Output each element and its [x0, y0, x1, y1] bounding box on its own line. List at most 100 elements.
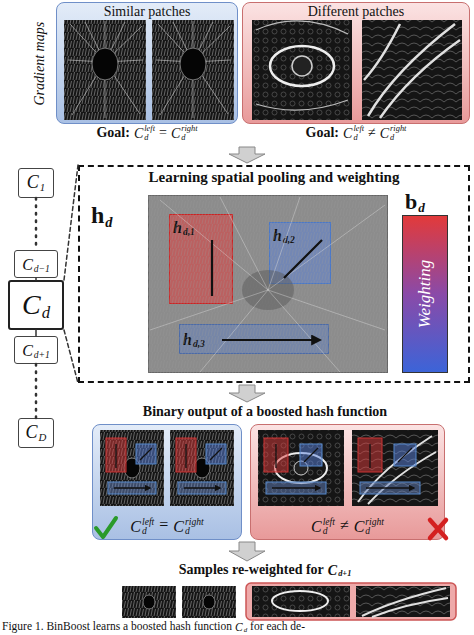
- subscript: d: [323, 526, 335, 536]
- patch-background: [182, 586, 236, 618]
- index-stack: d: [418, 189, 425, 214]
- text-group: hd,2: [273, 225, 295, 244]
- direction-arrow: [212, 240, 322, 340]
- patch-texture: [92, 48, 118, 80]
- math-letter: h: [183, 331, 192, 349]
- patch-texture: [256, 21, 348, 110]
- index-stack: rightd: [365, 517, 384, 536]
- patch-texture: [364, 24, 460, 118]
- direction-arrow: [272, 444, 320, 488]
- patch-texture: [68, 21, 143, 118]
- index-stack: leftd: [353, 125, 364, 142]
- connector-line: [35, 330, 37, 336]
- math-letter: C: [22, 342, 33, 360]
- image-texture: [150, 197, 385, 372]
- text-group: Weighting: [416, 260, 435, 328]
- text-label: Goal:: [96, 125, 129, 140]
- subscript: d: [144, 134, 155, 142]
- index-spacer: [42, 290, 50, 305]
- subscript: d+1: [338, 570, 351, 578]
- index-stack: d: [42, 290, 50, 322]
- subscript: d,1: [183, 227, 195, 237]
- index-stack: d: [105, 202, 112, 229]
- pooling-region: [106, 438, 126, 472]
- image-texture: [242, 270, 294, 310]
- math-symbol: Crightd: [354, 517, 384, 536]
- pooling-region: [264, 438, 288, 472]
- index-stack: d,2: [283, 226, 295, 244]
- math-symbol: hd,1: [173, 218, 195, 236]
- goal-label: Goal:Cleftd=Crightd: [47, 125, 247, 142]
- text-label: =: [159, 125, 167, 140]
- patch-background: [352, 430, 438, 506]
- patch-background: [258, 430, 344, 506]
- patch-background: [64, 20, 146, 120]
- patch-background: [100, 430, 164, 506]
- superscript: left: [144, 125, 155, 133]
- connector-line: [64, 165, 78, 383]
- math-letter: C: [22, 290, 41, 321]
- math-symbol: Crightd: [171, 125, 198, 142]
- math-letter: C: [328, 563, 337, 578]
- math-symbol: hd,2: [273, 226, 295, 244]
- superscript: right: [185, 517, 204, 527]
- subscript: d: [185, 526, 204, 536]
- math-letter: C: [173, 518, 184, 536]
- text-group: C1: [19, 172, 53, 193]
- patch-image: [170, 430, 234, 506]
- text-label: for each de-: [250, 620, 305, 632]
- text-group: Cd+1: [15, 340, 57, 359]
- index-stack: leftd: [144, 125, 155, 142]
- math-symbol: bd: [405, 189, 425, 214]
- figure-caption: Figure 1. BinBoost learns a boosted hash…: [2, 620, 305, 634]
- math-symbol: C1: [27, 173, 45, 194]
- classifier-box: Cd+1: [14, 336, 58, 364]
- index-stack: d+1: [34, 342, 50, 360]
- index-spacer: [105, 202, 112, 215]
- superscript: right: [390, 125, 406, 133]
- patch-background: [252, 586, 350, 617]
- classifier-box: Cd: [8, 280, 64, 330]
- subscript: d: [244, 627, 247, 634]
- index-stack: d+1: [338, 563, 351, 579]
- math-letter: C: [130, 518, 141, 536]
- subscript: d+1: [34, 350, 50, 360]
- bar-label: Weighting: [415, 260, 434, 328]
- patch-texture: [258, 430, 344, 506]
- index-spacer: [193, 331, 205, 340]
- math-letter: C: [354, 518, 365, 536]
- box-heading: Learning spatial pooling and weighting: [149, 169, 400, 185]
- patch-image: [122, 586, 236, 618]
- patch-image: [252, 20, 352, 120]
- index-spacer: [39, 423, 47, 433]
- math-letter: h: [273, 227, 282, 245]
- text-group: Cleftd≠Crightd: [251, 516, 444, 536]
- text-label: =: [159, 516, 168, 533]
- superscript: right: [365, 517, 384, 527]
- math-letter: C: [311, 518, 322, 536]
- math-letter: C: [171, 126, 180, 141]
- patch-texture: [275, 453, 327, 483]
- index-spacer: [338, 563, 351, 571]
- patch-texture: [143, 595, 155, 609]
- patch-texture: [272, 591, 328, 611]
- connector-line: [35, 278, 37, 280]
- text-group: hd: [91, 200, 113, 229]
- math-letter: C: [26, 423, 38, 443]
- subscript: 1: [40, 183, 45, 194]
- math-letter: C: [235, 621, 243, 634]
- patch-image: [352, 430, 438, 506]
- math-letter: C: [134, 126, 143, 141]
- box-heading: Similar patches: [104, 4, 191, 19]
- learning-box: Learning spatial pooling and weightinghd…: [78, 165, 470, 383]
- math-symbol: hd,3: [183, 331, 205, 349]
- subscript: d: [390, 134, 406, 142]
- patch-texture: [358, 436, 436, 504]
- caption-text: Figure 1. BinBoost learns a boosted hash…: [2, 620, 232, 632]
- index-stack: D: [39, 423, 47, 444]
- index-stack: d: [244, 621, 247, 634]
- index-spacer: [183, 218, 195, 227]
- box-heading: Different patches: [308, 4, 405, 19]
- subscript: d: [181, 134, 197, 142]
